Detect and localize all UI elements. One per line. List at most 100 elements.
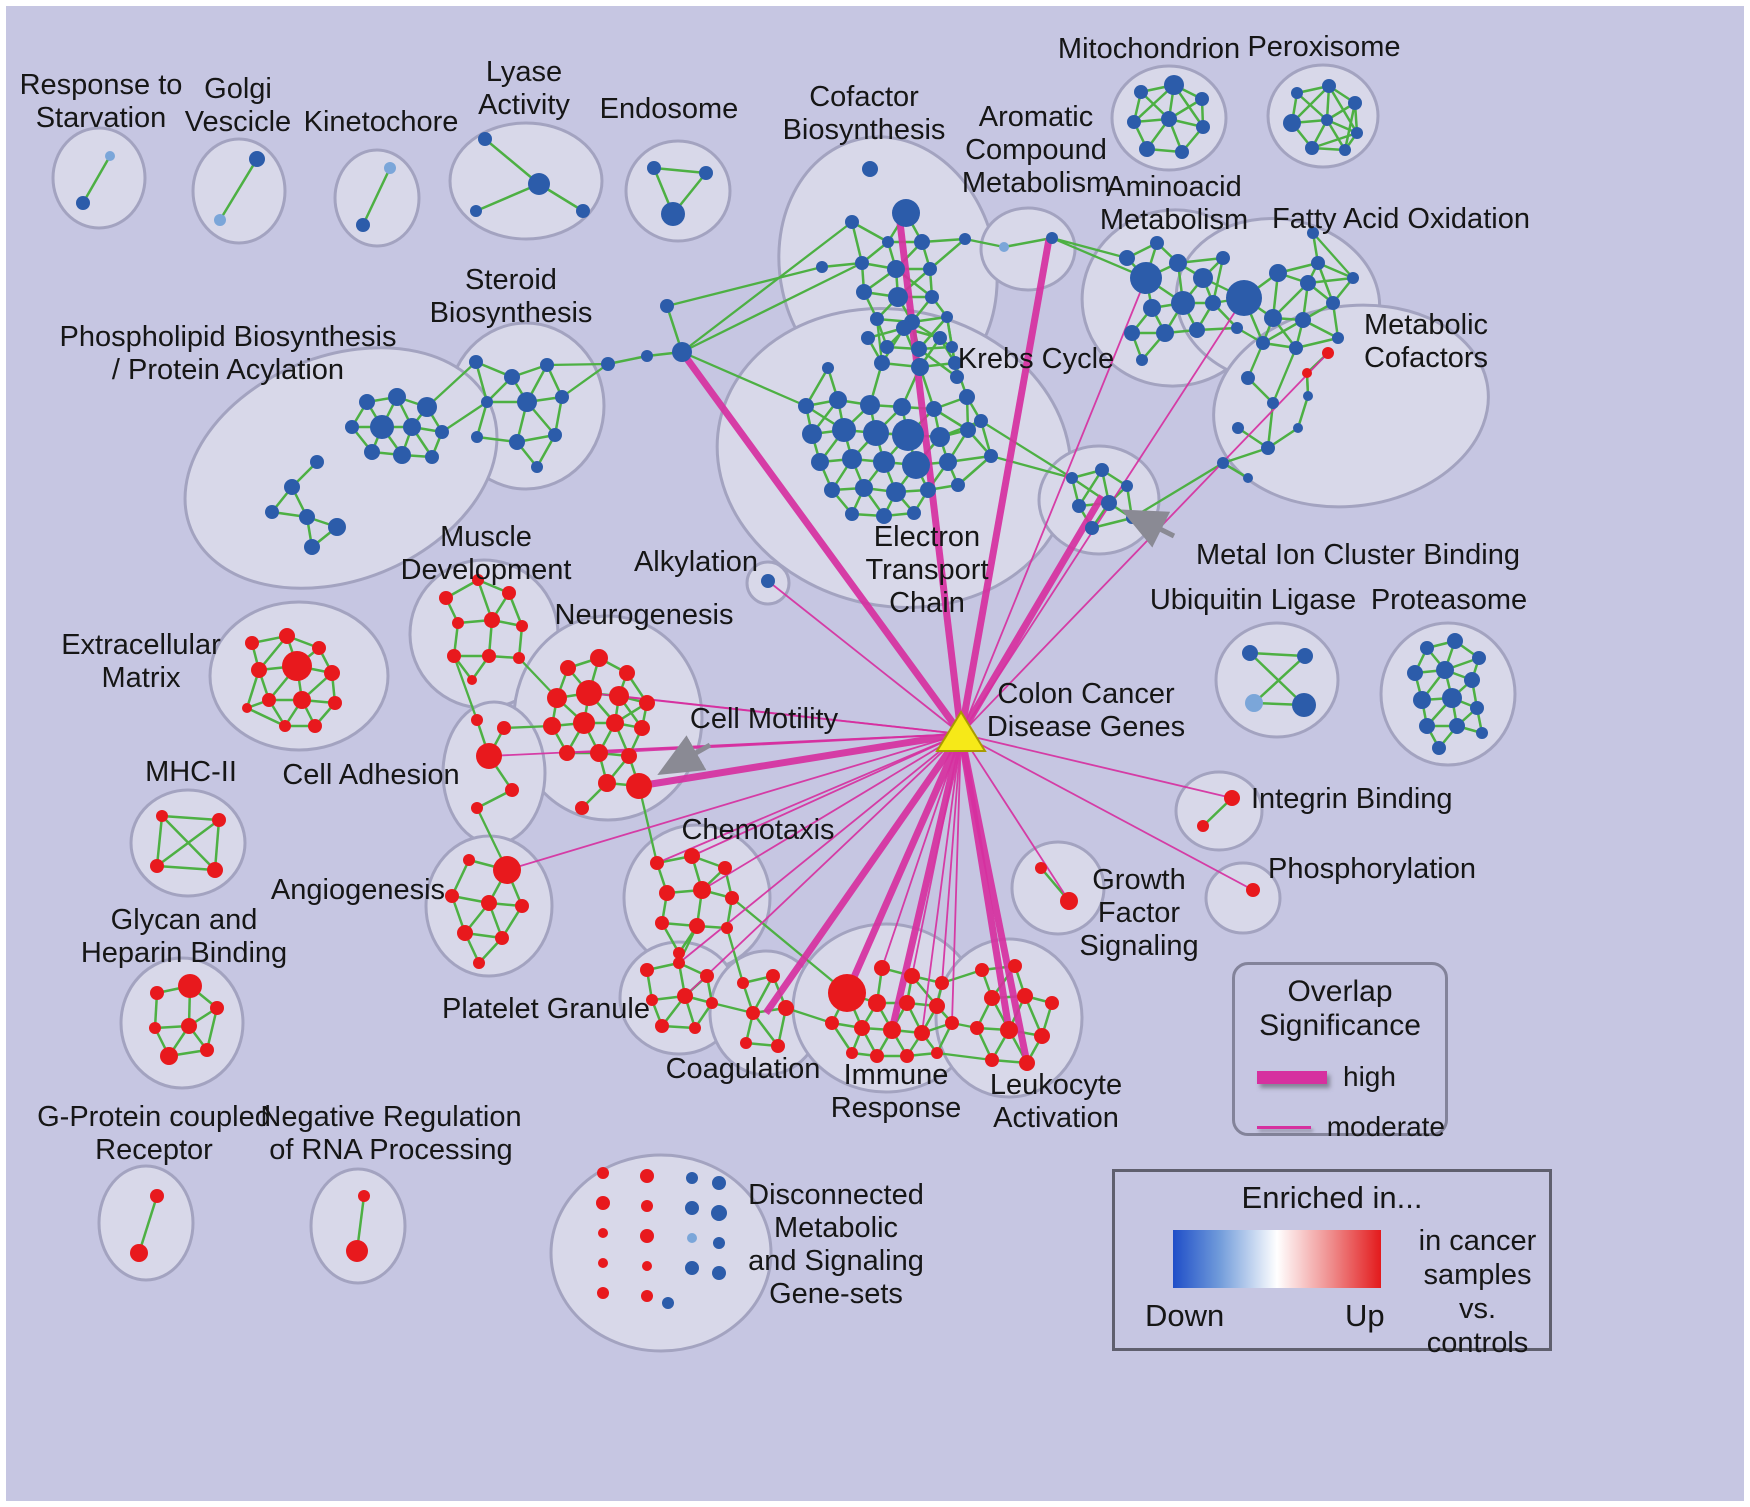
gene-set-node <box>471 802 483 814</box>
gene-set-node <box>945 1016 959 1030</box>
cluster-label-cell-adhesion: Cell Adhesion <box>282 759 459 791</box>
gene-set-node <box>598 1228 608 1238</box>
nodes-layer <box>76 75 1488 1309</box>
gene-set-node <box>960 422 976 438</box>
cluster-label-glycan-heparin-binding: Heparin Binding <box>81 937 287 969</box>
gene-set-node <box>721 922 733 934</box>
gene-set-node <box>504 369 520 385</box>
gene-set-node <box>470 205 482 217</box>
gene-set-node <box>641 1290 653 1302</box>
cluster-label-cell-motility-label: Cell Motility <box>690 703 839 735</box>
gene-set-node <box>855 479 873 497</box>
gene-set-node <box>543 717 561 735</box>
gene-set-node <box>1332 332 1344 344</box>
gene-set-node <box>210 1001 224 1015</box>
gene-set-node <box>640 1169 654 1183</box>
gene-set-node <box>659 885 675 901</box>
gene-set-node <box>513 652 525 664</box>
cluster-label-peroxisome: Peroxisome <box>1247 31 1400 63</box>
gene-set-node <box>1189 322 1205 338</box>
cluster-ellipse-aromatic-compound-metabolism <box>979 206 1077 292</box>
gene-set-node <box>156 810 168 822</box>
gene-set-node <box>547 688 567 708</box>
overlap-significance-edge-mod <box>960 733 1254 891</box>
gene-set-node <box>370 415 394 439</box>
gene-set-edge <box>1295 336 1339 350</box>
cluster-label-extracellular-matrix: Matrix <box>102 662 181 694</box>
gene-set-node <box>1245 694 1263 712</box>
gene-set-node <box>1066 472 1078 484</box>
gene-set-node <box>576 204 590 218</box>
gene-set-node <box>1339 144 1351 156</box>
gene-set-node <box>713 1237 725 1249</box>
gene-set-node <box>959 389 975 405</box>
gene-set-node <box>1205 295 1221 311</box>
gene-set-node <box>505 783 519 797</box>
gene-set-node <box>597 1287 609 1299</box>
disease-genes-hub-triangle <box>935 710 987 752</box>
gene-set-node <box>845 215 859 229</box>
gene-set-node <box>700 969 714 983</box>
gene-set-node <box>862 161 878 177</box>
gene-set-node <box>854 1020 870 1036</box>
gene-set-node <box>672 342 692 362</box>
cluster-label-growth-factor-signaling: Growth <box>1092 864 1185 896</box>
cluster-label-aromatic-compound-metabolism: Compound <box>965 134 1107 166</box>
gene-set-node <box>1169 254 1187 272</box>
gene-set-node <box>933 331 947 345</box>
overlap-significance-edge-high <box>888 733 965 1031</box>
gene-set-node <box>242 703 252 713</box>
gene-set-node <box>856 284 872 300</box>
gene-set-node <box>860 395 880 415</box>
gene-set-node <box>1292 693 1316 717</box>
gene-set-node <box>999 242 1009 252</box>
gene-set-node <box>1432 741 1446 755</box>
gene-set-edge <box>964 237 1005 249</box>
gene-set-node <box>150 1189 164 1203</box>
gene-set-node <box>718 861 732 875</box>
cluster-label-golgi-vescicle: Golgi <box>204 73 272 105</box>
gene-set-node <box>476 743 502 769</box>
cluster-label-krebs-etc: Krebs Cycle <box>958 343 1114 375</box>
cluster-label-aromatic-compound-metabolism: Metabolism <box>962 167 1110 199</box>
overlap-significance-edge-mod <box>684 733 962 997</box>
overlap-significance-edge-high <box>843 732 965 995</box>
gene-set-node <box>150 986 164 1000</box>
gene-set-node <box>304 539 320 555</box>
gene-set-edge <box>205 1007 219 1051</box>
gene-set-node <box>452 617 464 629</box>
gene-set-node <box>673 957 685 969</box>
gene-set-node <box>1085 521 1099 535</box>
gene-set-node <box>655 916 669 930</box>
cluster-label-glycan-heparin-binding: Glycan and <box>111 904 258 936</box>
moderate-significance-label: moderate <box>1326 1111 1445 1142</box>
gene-set-node <box>388 388 406 406</box>
gene-set-edge <box>1316 262 1335 304</box>
gene-set-node <box>324 665 340 681</box>
cluster-ellipse-g-protein-coupled-receptor <box>97 1164 195 1282</box>
overlap-significance-edge-mod <box>951 733 962 1024</box>
gene-set-edge <box>81 155 112 204</box>
enrichment-note: in cancer samples vs. controls <box>1418 1225 1537 1359</box>
gene-set-node <box>1449 718 1465 734</box>
cluster-label-aromatic-compound-metabolism: Aromatic <box>979 101 1093 133</box>
gene-set-node <box>939 453 957 471</box>
gene-set-node <box>502 586 516 600</box>
gene-set-node <box>975 963 989 977</box>
gene-set-node <box>1464 672 1480 688</box>
gene-set-node <box>1447 633 1463 649</box>
gene-set-node <box>689 918 705 934</box>
gene-set-node <box>641 1200 653 1212</box>
gene-set-node <box>1156 324 1174 342</box>
cluster-label-disconnected-gene-sets: and Signaling <box>748 1245 924 1277</box>
gene-set-edge <box>681 350 807 408</box>
cluster-label-metal-ion-cluster-binding: Metal Ion Cluster Binding <box>1196 539 1520 571</box>
enrichment-legend-title: Enriched in... <box>1241 1180 1423 1215</box>
gene-set-node <box>1072 499 1086 513</box>
gene-set-node <box>1289 341 1303 355</box>
cluster-label-platelet-granule: Platelet Granule <box>442 993 650 1025</box>
overlap-significance-edge-mod <box>701 733 962 891</box>
gene-set-node <box>650 856 664 870</box>
cluster-label-angiogenesis: Angiogenesis <box>271 874 445 906</box>
gene-set-node <box>1101 495 1117 511</box>
